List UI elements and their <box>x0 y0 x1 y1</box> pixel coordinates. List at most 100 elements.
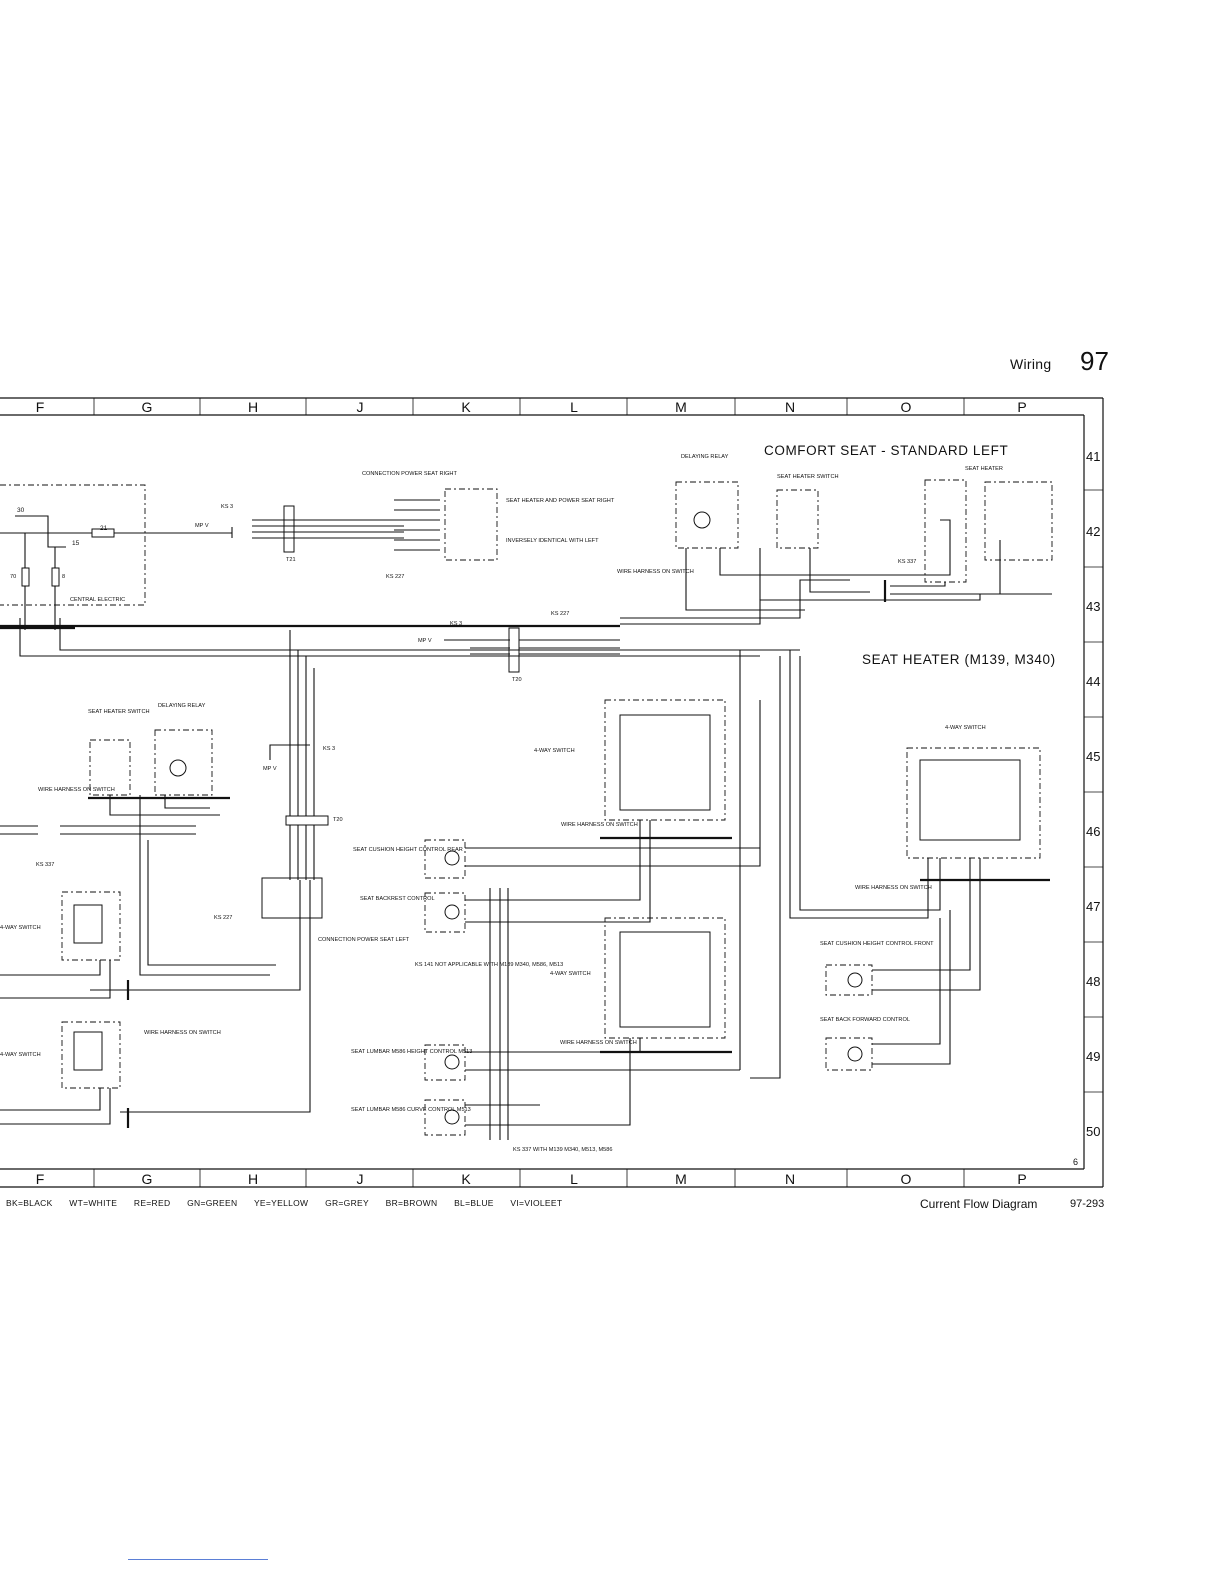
svg-text:WIRE HARNESS ON SWITCH: WIRE HARNESS ON SWITCH <box>560 1040 637 1046</box>
svg-text:KS 337: KS 337 <box>36 862 54 868</box>
row-label-47: 47 <box>1086 899 1101 914</box>
legend-item: WT=WHITE <box>69 1198 118 1208</box>
left-heater-section: SEAT HEATER SWITCH DELAYING RELAY WIRE H… <box>0 630 343 976</box>
legend-item: RE=RED <box>133 1198 171 1208</box>
svg-text:KS 3: KS 3 <box>450 621 462 627</box>
svg-text:DELAYING RELAY: DELAYING RELAY <box>681 454 729 460</box>
svg-text:KS 337: KS 337 <box>898 559 916 565</box>
footer-code: 97-293 <box>1070 1198 1105 1210</box>
column-header-m: M <box>675 399 687 415</box>
svg-text:SEAT HEATER: SEAT HEATER <box>965 466 1003 472</box>
svg-text:SEAT CUSHION HEIGHT CONTROL FR: SEAT CUSHION HEIGHT CONTROL FRONT <box>820 941 934 947</box>
column-footer-h: H <box>247 1171 259 1187</box>
comfort-seat-top: DELAYING RELAY SEAT HEATER SWITCH SEAT H… <box>617 454 1053 625</box>
column-footer-o: O <box>900 1171 912 1187</box>
svg-text:MP V: MP V <box>263 766 277 772</box>
svg-text:KS 3: KS 3 <box>221 504 233 510</box>
row-label-46: 46 <box>1086 824 1101 839</box>
row-label-45: 45 <box>1086 749 1101 764</box>
column-header-n: N <box>784 399 796 415</box>
row-label-41: 41 <box>1086 449 1101 464</box>
diagram-frame <box>0 397 1104 1188</box>
middle-4way-upper: 4-WAY SWITCH WIRE HARNESS ON SWITCH SEAT… <box>353 699 761 968</box>
svg-text:30: 30 <box>17 507 25 514</box>
svg-text:KS 3: KS 3 <box>323 746 335 752</box>
comfort-seat-title: COMFORT SEAT - STANDARD LEFT <box>764 443 1008 458</box>
row-label-49: 49 <box>1086 1049 1101 1064</box>
svg-text:KS 227: KS 227 <box>386 574 404 580</box>
column-header-l: L <box>570 399 578 415</box>
svg-text:CENTRAL ELECTRIC: CENTRAL ELECTRIC <box>70 597 125 603</box>
page-number: 97 <box>1080 346 1109 376</box>
column-footer-l: L <box>570 1171 578 1187</box>
legend-item: BK=BLACK <box>6 1198 53 1208</box>
svg-text:4-WAY SWITCH: 4-WAY SWITCH <box>0 925 41 931</box>
svg-text:WIRE HARNESS ON SWITCH: WIRE HARNESS ON SWITCH <box>617 569 694 575</box>
column-header-f: F <box>35 399 45 415</box>
svg-text:MP V: MP V <box>418 638 432 644</box>
svg-text:DELAYING RELAY: DELAYING RELAY <box>158 703 206 709</box>
seat-heater-title: SEAT HEATER (M139, M340) <box>862 652 1056 667</box>
column-footer-p: P <box>1017 1171 1027 1187</box>
column-header-g: G <box>141 399 153 415</box>
svg-text:SEAT HEATER SWITCH: SEAT HEATER SWITCH <box>88 709 150 715</box>
svg-text:SEAT LUMBAR M586 HEIGHT CONTRO: SEAT LUMBAR M586 HEIGHT CONTROL M513 <box>351 1049 472 1055</box>
column-footer-n: N <box>784 1171 796 1187</box>
column-header-h: H <box>247 399 259 415</box>
middle-4way-lower: 4-WAY SWITCH WIRE HARNESS ON SWITCH SEAT… <box>351 650 781 1153</box>
svg-text:T20: T20 <box>333 817 343 823</box>
connector-t20: KS 3 MP V T20 KS 227 <box>0 611 800 683</box>
svg-text:T20: T20 <box>512 677 522 683</box>
svg-text:WIRE HARNESS ON SWITCH: WIRE HARNESS ON SWITCH <box>144 1030 221 1036</box>
svg-text:SEAT BACKREST CONTROL: SEAT BACKREST CONTROL <box>360 896 435 902</box>
svg-text:4-WAY SWITCH: 4-WAY SWITCH <box>550 971 591 977</box>
bottom-link-line <box>128 1559 268 1560</box>
connector-t21: KS 3 MP V T21 CONNECTION POWER SEAT RIGH… <box>195 471 615 580</box>
svg-text:8: 8 <box>62 574 65 580</box>
page-corner-number: 6 <box>1073 1157 1079 1167</box>
svg-text:4-WAY SWITCH: 4-WAY SWITCH <box>534 748 575 754</box>
legend-item: GN=GREEN <box>187 1198 238 1208</box>
legend-item: YE=YELLOW <box>253 1198 309 1208</box>
svg-text:SEAT HEATER AND POWER SEAT RIG: SEAT HEATER AND POWER SEAT RIGHT <box>506 498 615 504</box>
legend-item: VI=VIOLEET <box>510 1198 563 1208</box>
svg-text:MP V: MP V <box>195 523 209 529</box>
svg-text:SEAT HEATER SWITCH: SEAT HEATER SWITCH <box>777 474 839 480</box>
legend-item: GR=GREY <box>325 1198 369 1208</box>
svg-text:70: 70 <box>10 574 16 580</box>
central-electric-box: CENTRAL ELECTRIC 30 15 21 70 8 <box>0 484 216 630</box>
row-label-43: 43 <box>1086 599 1101 614</box>
row-label-44: 44 <box>1086 674 1101 689</box>
footer-caption: Current Flow Diagram <box>920 1197 1038 1211</box>
column-footer-g: G <box>141 1171 153 1187</box>
row-label-42: 42 <box>1086 524 1101 539</box>
svg-text:KS 141 NOT APPLICABLE WITH M13: KS 141 NOT APPLICABLE WITH M139 M340, M5… <box>415 962 563 968</box>
left-4way-section: 4-WAY SWITCH 4-WAY SWITCH WIRE HARNESS O… <box>0 877 410 1128</box>
column-header-j: J <box>356 399 364 415</box>
column-footer-j: J <box>356 1171 364 1187</box>
svg-text:KS 337 WITH M139 M340, M513, M: KS 337 WITH M139 M340, M513, M586 <box>513 1147 613 1153</box>
column-footer-f: F <box>35 1171 45 1187</box>
svg-text:SEAT LUMBAR M586 CURVE CONTROL: SEAT LUMBAR M586 CURVE CONTROL M513 <box>351 1107 471 1113</box>
svg-text:4-WAY SWITCH: 4-WAY SWITCH <box>945 725 986 731</box>
svg-text:WIRE HARNESS ON SWITCH: WIRE HARNESS ON SWITCH <box>855 885 932 891</box>
svg-text:CONNECTION POWER SEAT RIGHT: CONNECTION POWER SEAT RIGHT <box>362 471 457 477</box>
svg-text:CONNECTION POWER SEAT LEFT: CONNECTION POWER SEAT LEFT <box>318 937 410 943</box>
right-4way-section: 4-WAY SWITCH WIRE HARNESS ON SWITCH SEAT… <box>789 650 1050 1071</box>
legend-item: BL=BLUE <box>454 1198 494 1208</box>
svg-text:KS 227: KS 227 <box>214 915 232 921</box>
svg-text:15: 15 <box>72 540 80 547</box>
svg-text:INVERSELY IDENTICAL WITH LEFT: INVERSELY IDENTICAL WITH LEFT <box>506 538 599 544</box>
svg-text:KS 227: KS 227 <box>551 611 569 617</box>
svg-text:WIRE HARNESS ON SWITCH: WIRE HARNESS ON SWITCH <box>38 787 115 793</box>
section-title: Wiring <box>1010 356 1052 372</box>
column-header-p: P <box>1017 399 1027 415</box>
svg-text:4-WAY SWITCH: 4-WAY SWITCH <box>0 1052 41 1058</box>
svg-text:SEAT BACK FORWARD CONTROL: SEAT BACK FORWARD CONTROL <box>820 1017 910 1023</box>
row-label-48: 48 <box>1086 974 1101 989</box>
svg-text:T21: T21 <box>286 557 296 563</box>
legend-item: BR=BROWN <box>385 1198 438 1208</box>
color-legend: BK=BLACK WT=WHITE RE=RED GN=GREEN YE=YEL… <box>6 1198 576 1208</box>
row-label-50: 50 <box>1086 1124 1101 1139</box>
